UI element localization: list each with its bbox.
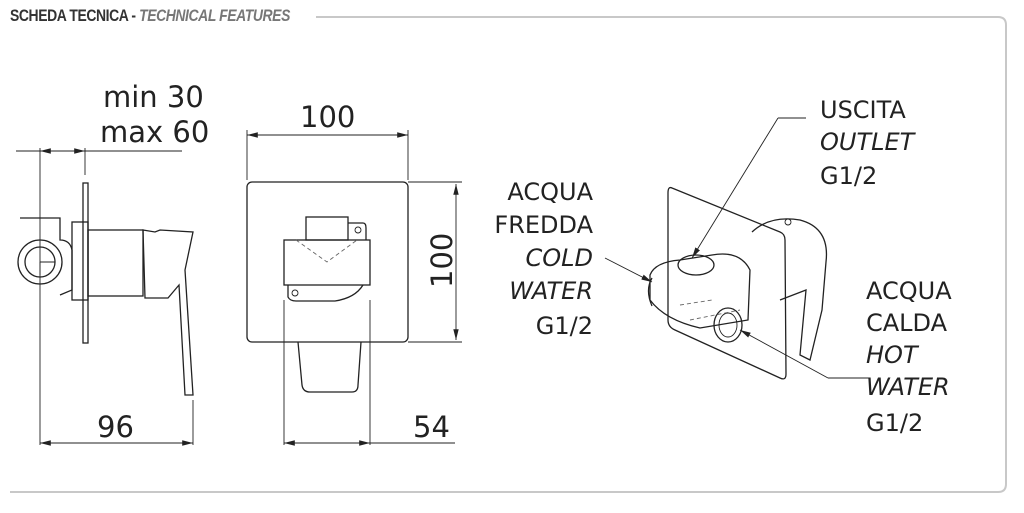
section-header: SCHEDA TECNICA - TECHNICAL FEATURES bbox=[10, 6, 290, 26]
width-dimension: 100 bbox=[300, 100, 355, 134]
svg-text:G1/2: G1/2 bbox=[866, 409, 923, 437]
svg-text:COLD: COLD bbox=[526, 244, 594, 272]
hot-water-label: ACQUA CALDA HOT WATER G1/2 bbox=[866, 277, 952, 437]
outlet-label-italian: USCITA bbox=[820, 96, 906, 124]
outlet-thread: G1/2 bbox=[820, 162, 877, 190]
frame-border bbox=[10, 16, 1007, 493]
outlet-label-english: OUTLET bbox=[820, 128, 917, 156]
svg-text:ACQUA: ACQUA bbox=[507, 178, 593, 206]
length-dimension: 96 bbox=[97, 410, 134, 444]
projection-dimension: 54 bbox=[413, 410, 450, 444]
header-separator: - bbox=[127, 6, 140, 25]
svg-text:CALDA: CALDA bbox=[866, 309, 948, 337]
front-view: 100 100 54 bbox=[246, 100, 462, 446]
cold-water-label: ACQUA FREDDA COLD WATER G1/2 bbox=[494, 178, 593, 340]
isometric-view: USCITA OUTLET G1/2 ACQUA FREDDA COLD WAT… bbox=[494, 96, 952, 437]
svg-text:WATER: WATER bbox=[509, 277, 593, 305]
height-dimension: 100 bbox=[425, 233, 459, 288]
svg-text:HOT: HOT bbox=[866, 341, 920, 369]
depth-max-label: max 60 bbox=[100, 115, 209, 149]
header-title-english: TECHNICAL FEATURES bbox=[139, 6, 290, 25]
svg-text:FREDDA: FREDDA bbox=[494, 211, 593, 239]
header-title-italian: SCHEDA TECNICA bbox=[10, 6, 128, 25]
svg-text:WATER: WATER bbox=[866, 373, 950, 401]
svg-text:G1/2: G1/2 bbox=[536, 312, 593, 340]
side-view: min 30 max 60 96 bbox=[16, 80, 209, 446]
svg-text:ACQUA: ACQUA bbox=[866, 277, 952, 305]
depth-min-label: min 30 bbox=[103, 80, 204, 114]
